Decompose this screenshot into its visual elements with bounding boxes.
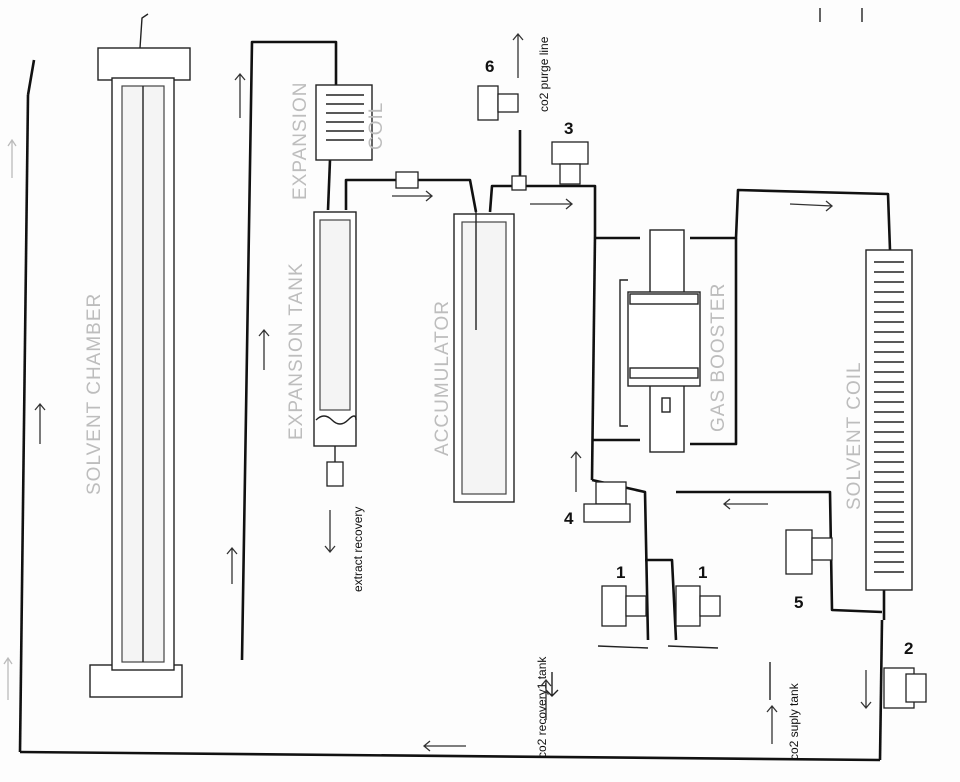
valve-4: 4 xyxy=(564,481,631,528)
expansion-tank-coil xyxy=(315,415,357,425)
arrow-right-2 xyxy=(530,198,574,210)
valve-1b: 1 xyxy=(675,563,721,627)
expansion-tank: EXPANSION TANK extract recovery xyxy=(286,211,365,592)
booster-to-solvent-coil-pipe xyxy=(690,188,892,251)
solvent-coil: SOLVENT COIL xyxy=(844,249,913,591)
gas-booster: GAS BOOSTER xyxy=(619,229,729,453)
extract-valve xyxy=(326,461,344,487)
right-lower-pipe xyxy=(878,619,884,761)
valve-6-body xyxy=(477,85,499,121)
booster-plate-bottom xyxy=(629,367,699,379)
valve-1b-number: 1 xyxy=(698,563,707,582)
accumulator: ACCUMULATOR xyxy=(432,212,515,503)
solvent-coil-body xyxy=(865,249,913,591)
valve-3-number: 3 xyxy=(564,119,573,138)
chamber-top-flange xyxy=(97,47,191,81)
tank-labels: co2 recovery1 tank co2 suply tank co2 pu… xyxy=(535,36,801,760)
arrow-up-booster xyxy=(570,450,582,492)
arrow-left-bottom xyxy=(422,740,466,752)
arrow-up-lower xyxy=(226,546,238,584)
inline-filter xyxy=(395,171,419,189)
valve-1b-handle xyxy=(699,595,721,617)
co2-supply-tank-label: co2 suply tank xyxy=(787,682,801,760)
arrow-right-3 xyxy=(789,200,834,212)
expansion-tank-label: EXPANSION TANK xyxy=(286,262,307,440)
gas-booster-label: GAS BOOSTER xyxy=(708,283,729,432)
accumulator-to-booster-pipe xyxy=(488,184,597,235)
valve-3: 3 xyxy=(551,119,589,185)
purge-tee xyxy=(511,175,527,191)
coil-to-tank-pipe xyxy=(326,159,332,211)
bottom-return-pipe xyxy=(19,750,881,762)
top-left-pipe xyxy=(240,40,338,661)
expansion-coil-windings xyxy=(326,94,364,141)
co2-recovery-tank-label: co2 recovery1 tank xyxy=(535,656,549,758)
solvent-coil-windings xyxy=(874,261,904,573)
valve-2: 2 xyxy=(883,639,927,709)
arrow-left-1 xyxy=(722,498,768,510)
recovery-tank-fitting xyxy=(545,672,559,697)
booster-bypass xyxy=(619,279,628,427)
flow-arrows xyxy=(3,8,872,752)
valve-5: 5 xyxy=(785,529,833,612)
booster-plate-top xyxy=(629,293,699,305)
valve-6-number: 6 xyxy=(485,57,494,76)
chamber-vent xyxy=(139,13,149,49)
left-riser-pipe xyxy=(18,94,30,753)
arrow-recovery xyxy=(540,678,552,720)
tank-outlet-a xyxy=(597,645,649,649)
valve-4-number: 4 xyxy=(564,509,574,528)
expansion-tank-inner xyxy=(319,219,351,411)
tank-outlet-b xyxy=(667,645,719,649)
arrow-up-left xyxy=(34,402,46,444)
extract-recovery-label: extract recovery xyxy=(351,507,365,592)
arrow-edge-top xyxy=(7,138,17,178)
arrow-right-1 xyxy=(392,190,434,202)
coil-label: COIL xyxy=(366,102,387,150)
valve-2-number: 2 xyxy=(904,639,913,658)
valve-1b-body xyxy=(675,585,701,627)
valve-5-handle xyxy=(811,537,833,561)
left-riser-tip xyxy=(26,59,36,96)
arrow-up-purge xyxy=(512,32,524,78)
valve-1a-number: 1 xyxy=(616,563,625,582)
valve-4-handle xyxy=(583,503,631,523)
valve-3-body xyxy=(551,141,589,165)
booster-port xyxy=(661,397,671,413)
valve-1a-body xyxy=(601,585,627,627)
arrow-down-valve2 xyxy=(860,670,872,710)
arrow-up-mid xyxy=(258,328,270,370)
arrow-up-top xyxy=(234,72,246,118)
expansion-label: EXPANSION xyxy=(290,82,311,200)
arrow-supply xyxy=(766,704,778,744)
valve-1a: 1 xyxy=(601,563,647,627)
valves: 6 3 4 1 1 5 xyxy=(395,57,927,709)
expansion-coil: EXPANSION COIL xyxy=(290,82,387,200)
valve-4-body xyxy=(595,481,627,505)
solvent-coil-label: SOLVENT COIL xyxy=(844,361,865,510)
solvent-chamber: SOLVENT CHAMBER xyxy=(84,13,191,698)
co2-purge-line-label: co2 purge line xyxy=(537,36,551,112)
solvent-chamber-label: SOLVENT CHAMBER xyxy=(84,293,105,495)
booster-left-pipe xyxy=(590,234,597,481)
corner-ticks xyxy=(819,8,863,22)
arrow-down-extract xyxy=(324,510,336,554)
accumulator-label: ACCUMULATOR xyxy=(432,300,453,456)
valve-1a-handle xyxy=(625,595,647,617)
valve-2-handle xyxy=(905,673,927,703)
valve1-crossover-pipe xyxy=(645,558,678,641)
valve-3-stem xyxy=(559,163,581,185)
valve-5-number: 5 xyxy=(794,593,803,612)
accumulator-inner xyxy=(461,221,507,495)
valve-6-handle xyxy=(497,93,519,113)
valve-5-body xyxy=(785,529,813,575)
valve-6: 6 xyxy=(477,57,519,121)
arrow-edge-bottom xyxy=(3,656,13,700)
booster-right-pipe xyxy=(690,238,738,446)
